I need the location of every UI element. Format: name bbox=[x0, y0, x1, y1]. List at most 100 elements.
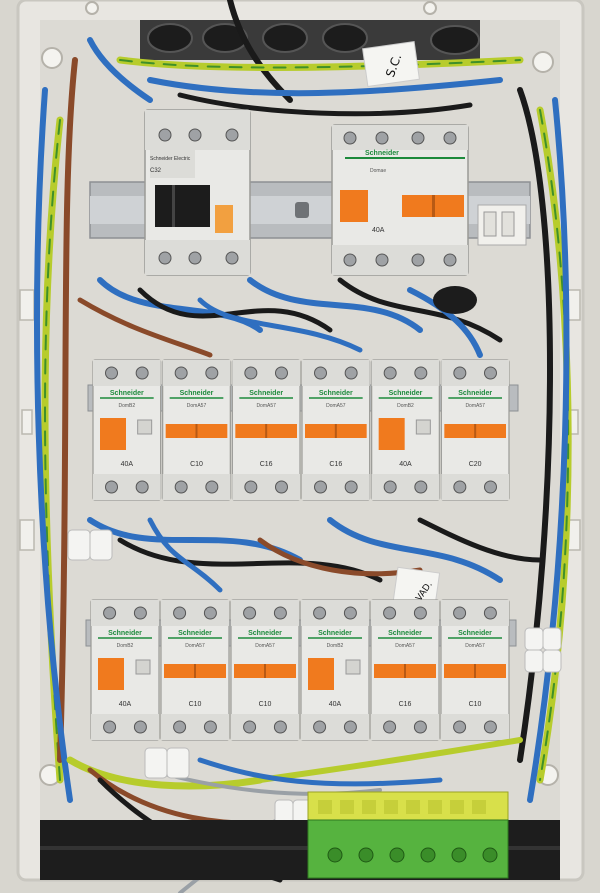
breaker-top-terminals bbox=[441, 600, 509, 626]
top-terminal-block bbox=[477, 204, 527, 246]
breaker-rating: 40A bbox=[119, 701, 132, 708]
breaker-brand: Schneider bbox=[318, 630, 352, 637]
rcd-toggle bbox=[308, 658, 334, 690]
breaker-model: DomA57 bbox=[465, 643, 485, 649]
terminal-screw bbox=[383, 366, 397, 380]
breaker-bottom-terminals bbox=[93, 474, 161, 500]
terminal-screw bbox=[244, 366, 258, 380]
breaker-top-terminals bbox=[371, 600, 439, 626]
breaker-rating: 40A bbox=[121, 461, 134, 468]
terminal-screw bbox=[483, 606, 497, 620]
breaker-brand: Schneider bbox=[108, 630, 142, 637]
terminal-screw bbox=[135, 480, 149, 494]
terminal-screw bbox=[453, 606, 467, 620]
breaker-brand: Schneider bbox=[178, 630, 212, 637]
top-right-rating: 40A bbox=[372, 227, 385, 234]
breaker-bottom-terminals bbox=[161, 714, 229, 740]
terminal-screw bbox=[413, 720, 427, 734]
breaker-top-terminals bbox=[161, 600, 229, 626]
toggle-divider bbox=[265, 424, 268, 438]
middle-breaker-row: SchneiderDomB240ASchneiderDomA57C10Schne… bbox=[92, 359, 510, 501]
terminal-screw bbox=[244, 480, 258, 494]
breaker-brand: Schneider bbox=[248, 630, 282, 637]
terminal-screw bbox=[243, 606, 257, 620]
breaker-model: DomA57 bbox=[185, 643, 205, 649]
toggle-divider bbox=[404, 664, 406, 678]
breaker-rating: C10 bbox=[259, 701, 272, 708]
breaker-bottom-terminals bbox=[162, 474, 231, 500]
wire-connector-bottom bbox=[144, 747, 312, 827]
mounting-holes bbox=[39, 1, 559, 786]
breaker-top-terminals bbox=[441, 360, 509, 386]
din-rail-slot bbox=[295, 202, 309, 218]
breaker-top-terminals bbox=[93, 360, 161, 386]
trunking-edge bbox=[40, 846, 560, 850]
breaker-model: DomB2 bbox=[118, 403, 135, 409]
breaker-rating: 40A bbox=[329, 701, 342, 708]
terminal-screw bbox=[453, 720, 467, 734]
breaker-top-terminals bbox=[91, 600, 159, 626]
breaker-model: DomB2 bbox=[327, 643, 344, 649]
terminal-screw bbox=[203, 720, 217, 734]
terminal-screw bbox=[273, 606, 287, 620]
test-button bbox=[345, 659, 361, 675]
breaker-bottom-terminals bbox=[302, 474, 370, 500]
breaker-rating: C20 bbox=[469, 461, 482, 468]
breaker-model: DomA57 bbox=[395, 643, 415, 649]
breaker-bottom-terminals bbox=[301, 714, 369, 740]
breaker-rating: C16 bbox=[260, 461, 273, 468]
earth-terminal-bar bbox=[307, 791, 509, 879]
terminal-screw bbox=[105, 480, 119, 494]
terminal-screw bbox=[344, 366, 358, 380]
breaker-bottom-terminals bbox=[91, 714, 159, 740]
top-right-brand: Schneider bbox=[365, 150, 399, 157]
breaker-brand: Schneider bbox=[389, 390, 423, 397]
breaker-rating: C16 bbox=[399, 701, 412, 708]
top-paper-label: S.C. bbox=[362, 41, 420, 87]
breaker-brand: Schneider bbox=[458, 390, 492, 397]
terminal-screw bbox=[414, 480, 428, 494]
terminal-screw bbox=[314, 480, 328, 494]
terminal-screw bbox=[453, 480, 467, 494]
breaker-model: DomA57 bbox=[187, 403, 207, 409]
toggle-divider bbox=[334, 424, 337, 438]
breaker-bottom-terminals bbox=[231, 714, 299, 740]
terminal-screw bbox=[173, 720, 187, 734]
toggle-divider bbox=[195, 424, 198, 438]
top-left-breaker: Schneider Electric C32 bbox=[144, 109, 251, 276]
terminal-screw bbox=[103, 720, 117, 734]
terminal-screw bbox=[413, 606, 427, 620]
terminal-screw bbox=[133, 606, 147, 620]
breaker-top-terminals bbox=[162, 360, 231, 386]
toggle-divider bbox=[474, 664, 476, 678]
breaker-rating: C10 bbox=[469, 701, 482, 708]
breaker-model: DomA57 bbox=[326, 403, 346, 409]
terminal-screw bbox=[133, 720, 147, 734]
breaker-brand: Schneider bbox=[249, 390, 283, 397]
terminal-screw bbox=[274, 480, 288, 494]
terminal-screw bbox=[383, 606, 397, 620]
breaker-rating: C10 bbox=[189, 701, 202, 708]
test-button bbox=[415, 419, 431, 435]
rcd-toggle bbox=[378, 418, 405, 450]
breaker-top-terminals bbox=[371, 360, 440, 386]
terminal-screw bbox=[314, 366, 328, 380]
breaker-brand: Schneider bbox=[458, 630, 492, 637]
rcd-toggle bbox=[100, 418, 126, 450]
breaker-rating: C10 bbox=[190, 461, 203, 468]
toggle-divider bbox=[264, 664, 266, 678]
breaker-model: DomB2 bbox=[117, 643, 134, 649]
breaker-brand: Schneider bbox=[110, 390, 144, 397]
rcd-toggle bbox=[98, 658, 124, 690]
terminal-screw bbox=[205, 366, 219, 380]
terminal-screw bbox=[135, 366, 149, 380]
